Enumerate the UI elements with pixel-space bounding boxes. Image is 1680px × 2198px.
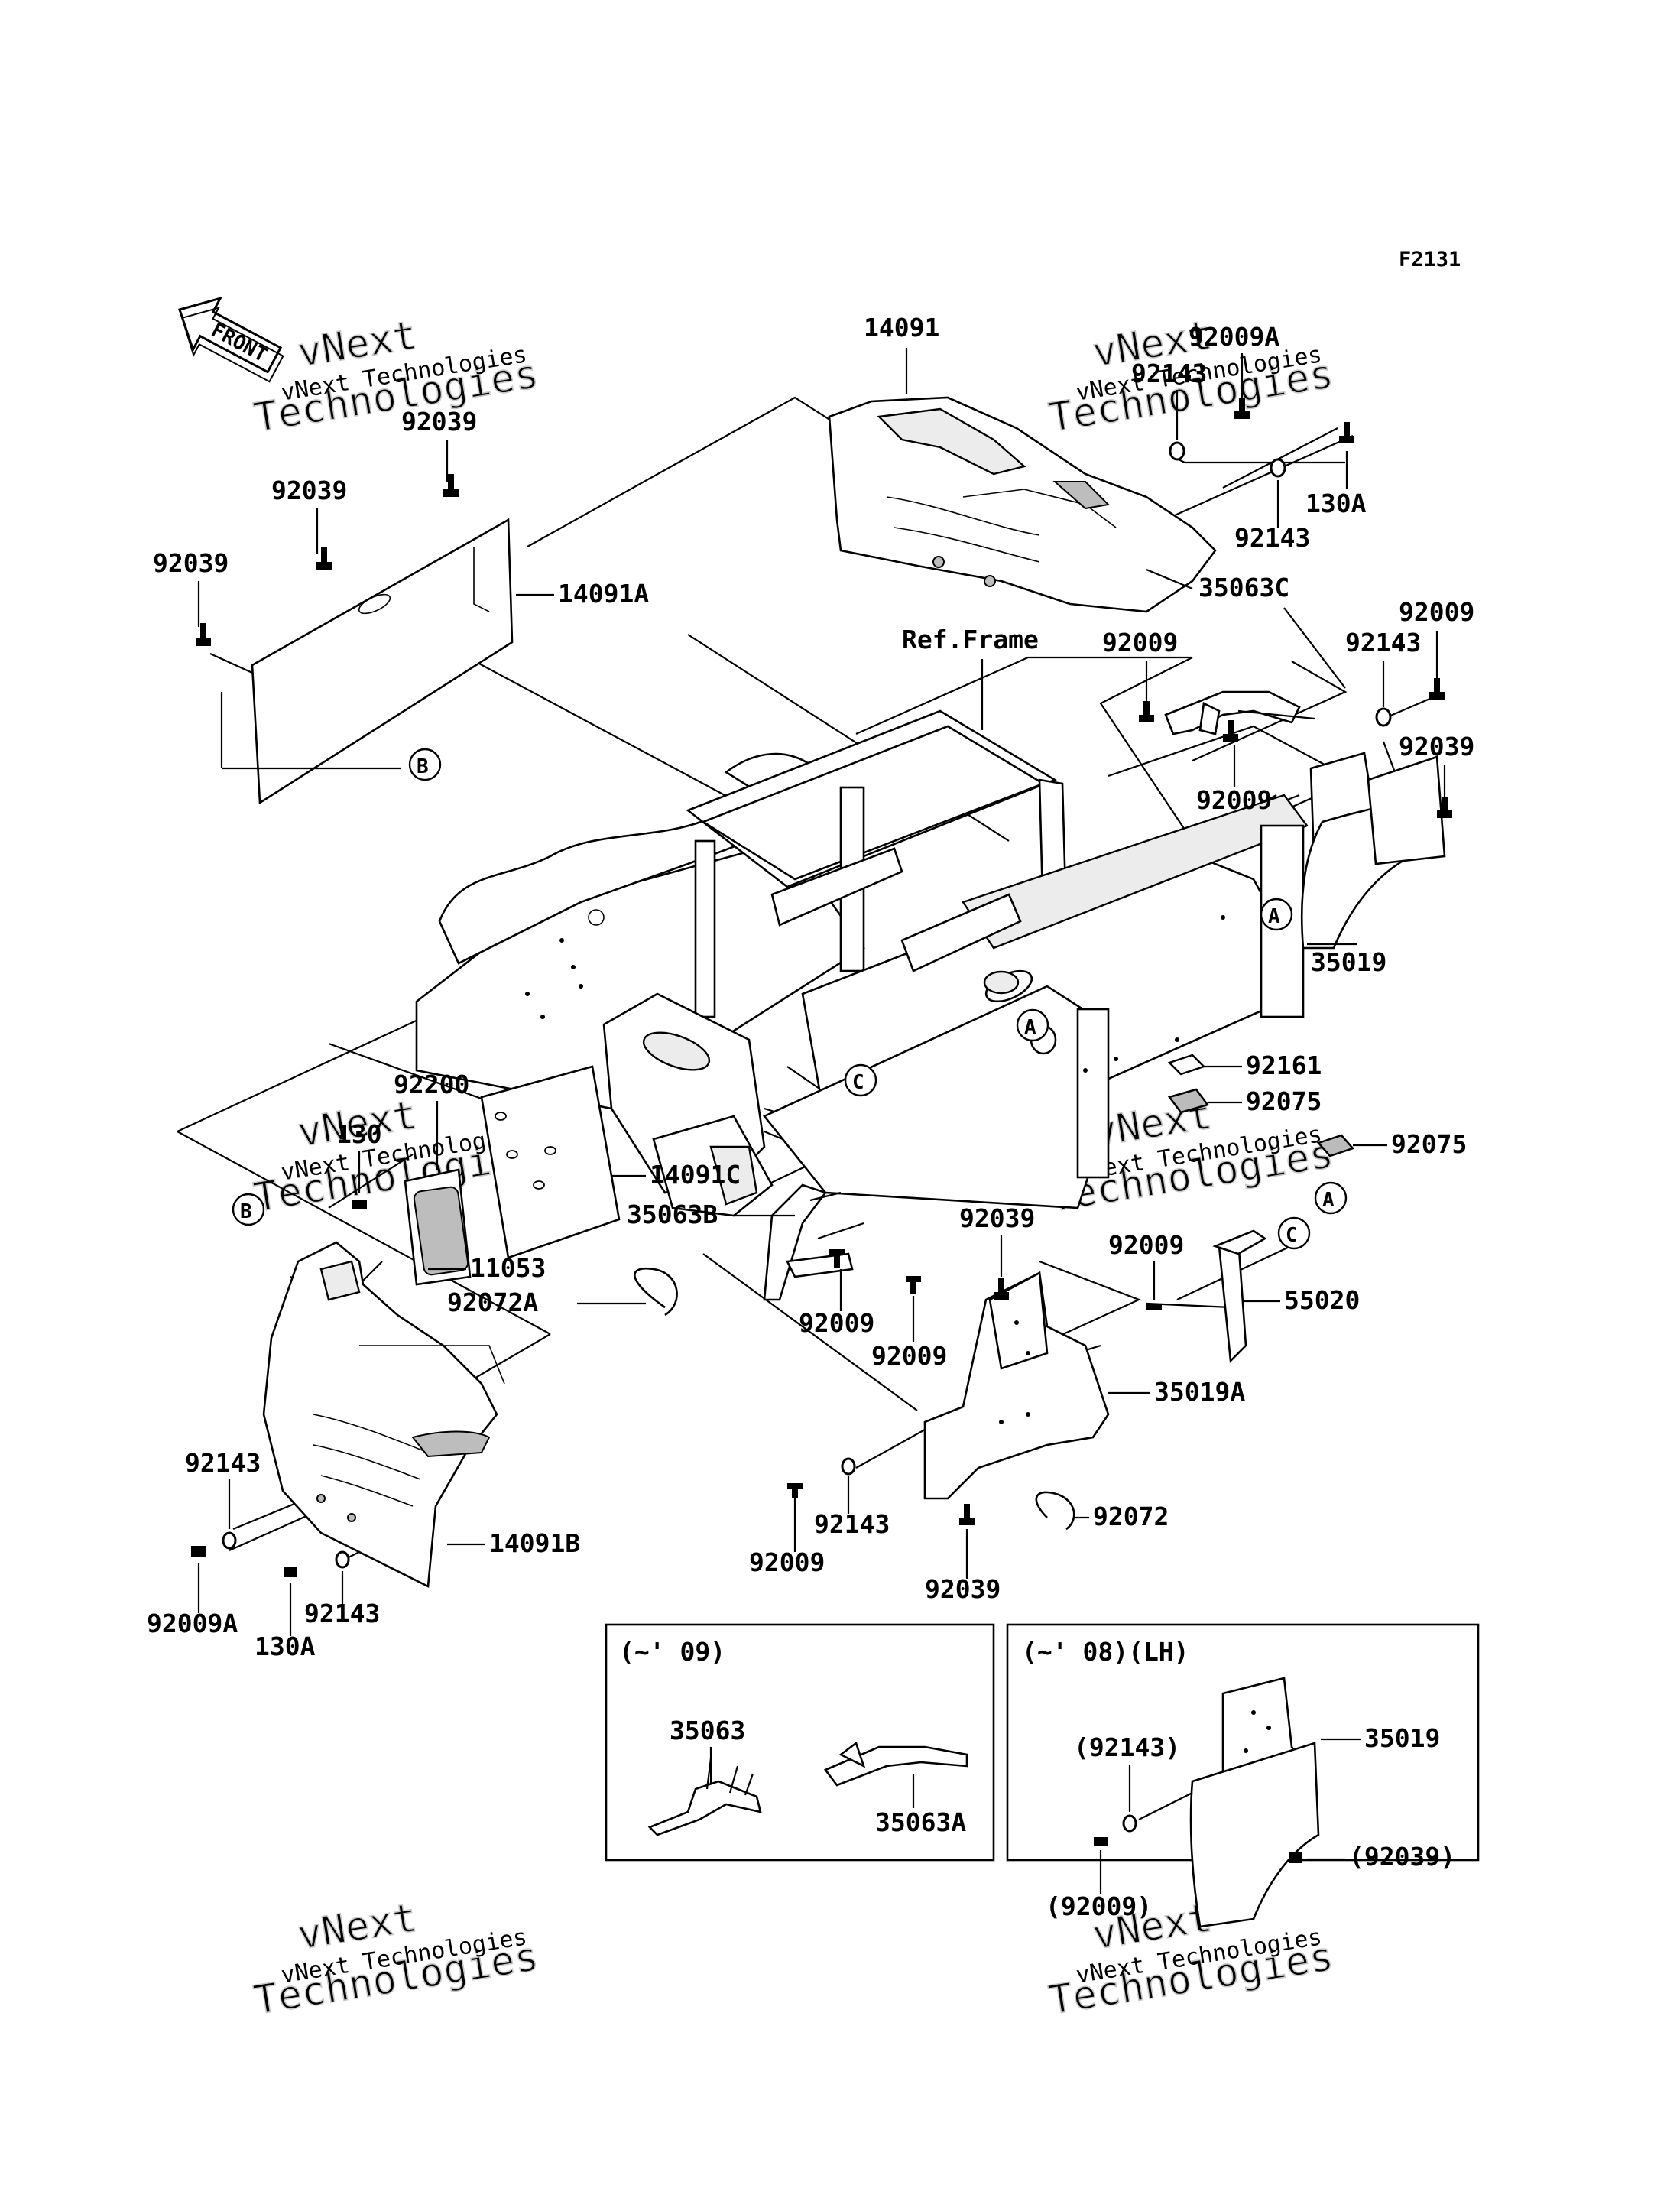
label-92009-low-b: 92009 <box>871 1341 947 1371</box>
label-92039-low: 92039 <box>925 1574 1001 1604</box>
watermark-1: vNext Technologies vNext Technologies <box>250 312 542 442</box>
inset-right-label-92039: (92039) <box>1349 1842 1455 1872</box>
inset-right-label-92143: (92143) <box>1074 1732 1180 1762</box>
watermark-5: vNext Technologies vNext Technologies <box>250 1894 542 2024</box>
callout-c-mid: C <box>844 1063 877 1097</box>
label-92009-low-c: 92009 <box>749 1547 825 1577</box>
label-14091B: 14091B <box>489 1528 580 1558</box>
label-92009-mid2: 92009 <box>1196 785 1272 815</box>
main-frame <box>415 709 1309 1217</box>
plate-14091C <box>480 1065 621 1259</box>
callout-b-top: B <box>408 748 442 781</box>
inset-right-title: (~' 08)(LH) <box>1022 1637 1189 1667</box>
label-35019: 35019 <box>1311 947 1386 977</box>
svg-text:C: C <box>852 1071 864 1094</box>
front-arrow-icon: FRONT <box>178 296 284 383</box>
label-130A-ll: 130A <box>255 1631 316 1661</box>
label-92009-mid: 92009 <box>1102 628 1178 657</box>
label-92072A: 92072A <box>447 1287 538 1317</box>
label-92072: 92072 <box>1093 1502 1169 1531</box>
label-92143-top: 92143 <box>1131 359 1207 388</box>
callout-b-low: B <box>232 1193 265 1226</box>
stay-55020 <box>1212 1229 1267 1363</box>
inset-left-label-35063: 35063 <box>670 1716 745 1745</box>
svg-text:B: B <box>240 1200 252 1223</box>
label-92039-b: 92039 <box>271 476 347 505</box>
inset-right: (~' 08)(LH) 35019 (92143) (92039) (92009… <box>1006 1623 1480 1928</box>
inset-left-title: (~' 09) <box>619 1637 725 1667</box>
label-14091C: 14091C <box>650 1160 741 1190</box>
label-92075-a: 92075 <box>1246 1086 1322 1116</box>
inset-left: (~' 09) 35063 35063A <box>605 1623 995 1862</box>
label-92039-right: 92039 <box>1399 732 1474 761</box>
label-92009-right: 92009 <box>1399 597 1474 627</box>
svg-text:B: B <box>417 755 429 778</box>
callout-a-mid: A <box>1016 1008 1049 1042</box>
ref-frame-label: Ref.Frame <box>902 625 1039 654</box>
callout-c-low: C <box>1277 1216 1311 1250</box>
callouts: B A A C A B C <box>232 748 1348 1250</box>
svg-text:C: C <box>1286 1224 1298 1247</box>
callout-a-low: A <box>1314 1181 1348 1215</box>
inset-right-label-92009: (92009) <box>1046 1891 1152 1921</box>
label-92143-ll: 92143 <box>185 1448 261 1478</box>
label-11053: 11053 <box>470 1253 546 1283</box>
label-92161: 92161 <box>1246 1050 1322 1080</box>
label-92009-55020: 92009 <box>1108 1230 1184 1260</box>
mudguard-35019 <box>1300 752 1446 950</box>
label-92143-low: 92143 <box>814 1509 890 1539</box>
label-130A-top: 130A <box>1305 489 1367 518</box>
inset-left-label-35063A: 35063A <box>875 1807 966 1837</box>
label-92039-mid: 92039 <box>959 1203 1035 1233</box>
label-92200: 92200 <box>394 1070 469 1099</box>
label-92009-low-a: 92009 <box>799 1308 874 1338</box>
figure-code: F2131 <box>1399 248 1461 271</box>
label-35063B: 35063B <box>627 1200 718 1229</box>
side-panel-14091A <box>209 518 514 805</box>
front-cover-14091B <box>262 1241 505 1589</box>
label-130: 130 <box>336 1119 382 1149</box>
label-14091: 14091 <box>864 313 939 343</box>
label-92075-b: 92075 <box>1391 1129 1467 1159</box>
label-14091A: 14091A <box>558 579 649 609</box>
label-92143-r2: 92143 <box>1345 628 1421 657</box>
clamp-92072 <box>1035 1491 1075 1531</box>
label-92039-a: 92039 <box>401 407 477 437</box>
rear-cover-14091 <box>828 396 1217 613</box>
label-92009A-ll: 92009A <box>147 1609 238 1638</box>
label-35019A: 35019A <box>1154 1377 1245 1407</box>
bracket-35063C <box>1164 690 1315 735</box>
guard-11053 <box>404 1168 472 1286</box>
label-55020: 55020 <box>1284 1285 1360 1315</box>
label-35063C: 35063C <box>1198 573 1289 602</box>
svg-text:A: A <box>1268 905 1280 928</box>
fasteners <box>191 398 1452 1577</box>
svg-text:A: A <box>1024 1016 1036 1039</box>
callout-a-right: A <box>1260 898 1293 931</box>
part-labels: 14091 92009A 92143 130A 92143 92039 9203… <box>147 313 1474 1661</box>
bracket-35063B <box>763 1183 864 1301</box>
svg-text:A: A <box>1322 1189 1335 1212</box>
label-92143-right: 92143 <box>1234 523 1310 553</box>
label-92039-c: 92039 <box>153 548 229 578</box>
inset-right-label-35019: 35019 <box>1364 1723 1440 1753</box>
clamp-92072A <box>634 1267 678 1317</box>
mudguard-35019A <box>923 1271 1110 1500</box>
label-92009A-top: 92009A <box>1189 322 1279 352</box>
